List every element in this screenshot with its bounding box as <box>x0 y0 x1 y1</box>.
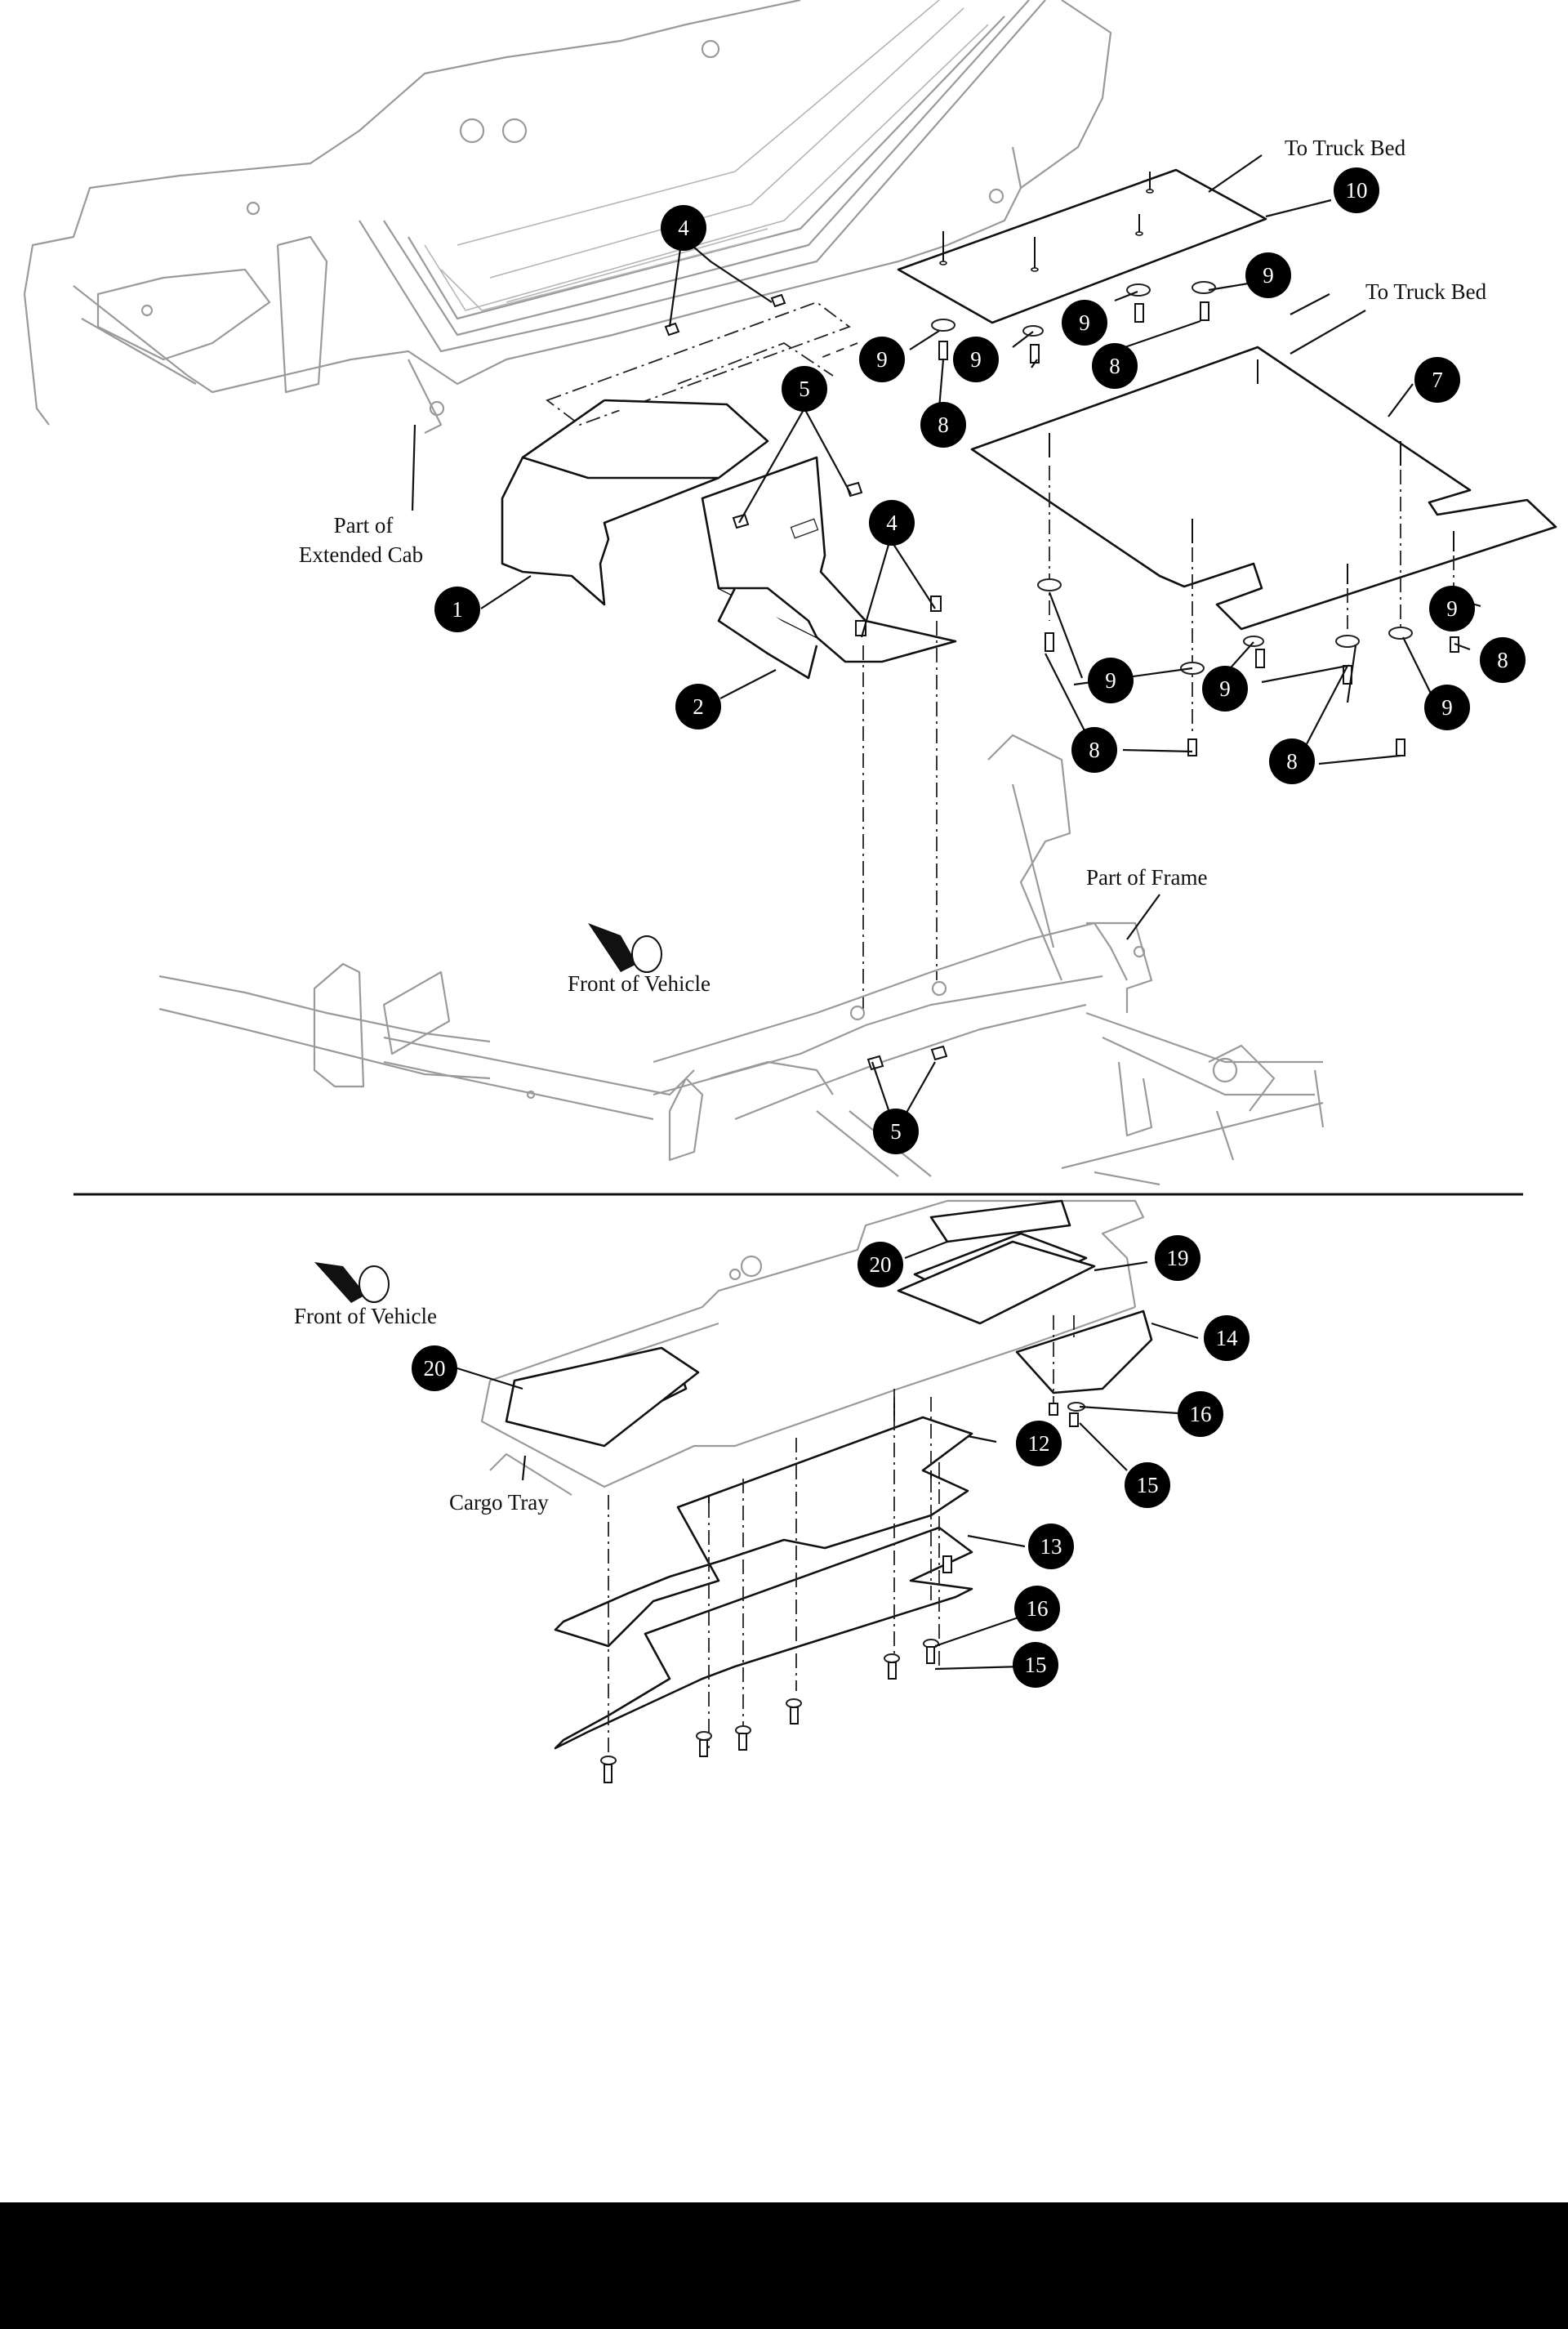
callout-5-a: 5 <box>782 366 827 412</box>
svg-text:8: 8 <box>1286 749 1298 774</box>
svg-text:1: 1 <box>452 597 463 622</box>
svg-text:5: 5 <box>799 377 810 401</box>
svg-text:8: 8 <box>1089 738 1100 762</box>
bottom-black-bar <box>0 2202 1568 2329</box>
svg-text:8: 8 <box>1497 648 1508 672</box>
svg-text:9: 9 <box>1441 695 1453 720</box>
svg-text:15: 15 <box>1137 1473 1159 1497</box>
svg-text:4: 4 <box>886 511 898 535</box>
callout-8-a: 8 <box>1092 343 1138 389</box>
callout-9-f: 9 <box>1088 658 1134 703</box>
svg-text:16: 16 <box>1190 1402 1212 1426</box>
svg-text:7: 7 <box>1432 368 1443 392</box>
front-of-vehicle-label-bottom: Front of Vehicle <box>294 1304 437 1328</box>
callout-8-e: 8 <box>1269 738 1315 784</box>
callout-12: 12 <box>1016 1421 1062 1466</box>
callout-16-b: 16 <box>1014 1586 1060 1631</box>
part-of-extended-cab-label-2: Extended Cab <box>299 542 423 567</box>
svg-text:9: 9 <box>1446 596 1458 621</box>
svg-text:16: 16 <box>1027 1596 1049 1621</box>
svg-text:15: 15 <box>1025 1653 1047 1677</box>
plate-13 <box>554 1526 973 1750</box>
callout-15-b: 15 <box>1013 1642 1058 1688</box>
callout-9-b: 9 <box>1062 300 1107 346</box>
callout-20-a: 20 <box>858 1242 903 1287</box>
shield-2 <box>701 456 957 680</box>
callout-1: 1 <box>434 587 480 632</box>
callout-5-b: 5 <box>873 1109 919 1154</box>
cargo-tray-label: Cargo Tray <box>449 1490 549 1515</box>
callout-20-b: 20 <box>412 1345 457 1391</box>
plate-14 <box>1015 1310 1153 1427</box>
callout-8-b: 8 <box>920 402 966 448</box>
extended-cab-ghost <box>23 0 1112 434</box>
callout-8-d: 8 <box>1071 727 1117 773</box>
callout-9-h: 9 <box>1424 685 1470 730</box>
callout-4-b: 4 <box>869 500 915 546</box>
svg-text:2: 2 <box>693 694 704 719</box>
svg-text:20: 20 <box>870 1252 892 1277</box>
svg-text:8: 8 <box>1109 354 1120 378</box>
svg-text:13: 13 <box>1040 1534 1062 1559</box>
callout-10: 10 <box>1334 167 1379 213</box>
to-truck-bed-label-1: To Truck Bed <box>1285 136 1406 160</box>
guide-lines-bottom <box>608 1389 940 1756</box>
svg-text:9: 9 <box>876 347 888 372</box>
callout-9-a: 9 <box>1245 252 1291 298</box>
front-of-vehicle-label-top: Front of Vehicle <box>568 971 710 996</box>
svg-text:9: 9 <box>1219 676 1231 701</box>
panel-7 <box>970 346 1557 631</box>
callouts: 4 10 9 9 9 9 9 8 8 7 5 4 1 2 9 9 9 8 8 8… <box>412 167 1526 1688</box>
callout-15-a: 15 <box>1125 1462 1170 1508</box>
callout-9-d: 9 <box>953 337 999 382</box>
callout-16-a: 16 <box>1178 1391 1223 1437</box>
svg-text:20: 20 <box>424 1356 446 1381</box>
callout-13: 13 <box>1028 1524 1074 1569</box>
callout-8-c: 8 <box>1480 637 1526 683</box>
cargo-tray <box>480 1199 1145 1496</box>
panel-10 <box>897 168 1267 324</box>
part-of-extended-cab-label: Part of <box>334 513 394 538</box>
svg-text:10: 10 <box>1346 178 1368 203</box>
front-of-vehicle-arrow-bottom <box>314 1262 390 1303</box>
callout-4-a: 4 <box>661 205 706 251</box>
callout-9-c: 9 <box>859 337 905 382</box>
guide-lines-frame <box>862 621 938 1009</box>
svg-text:5: 5 <box>890 1119 902 1144</box>
svg-text:9: 9 <box>970 347 982 372</box>
part-of-frame-label: Part of Frame <box>1086 865 1207 890</box>
callout-9-g: 9 <box>1202 666 1248 712</box>
callout-19: 19 <box>1155 1235 1200 1281</box>
svg-text:8: 8 <box>938 413 949 437</box>
svg-text:19: 19 <box>1167 1246 1189 1270</box>
to-truck-bed-label-2: To Truck Bed <box>1365 279 1487 304</box>
svg-text:12: 12 <box>1028 1431 1050 1456</box>
svg-text:4: 4 <box>678 216 689 240</box>
callout-9-e: 9 <box>1429 586 1475 631</box>
front-of-vehicle-arrow-top <box>588 923 662 973</box>
shield-1 <box>501 399 769 606</box>
callout-2: 2 <box>675 684 721 729</box>
svg-text:14: 14 <box>1216 1326 1239 1350</box>
svg-text:9: 9 <box>1105 668 1116 693</box>
callout-14: 14 <box>1204 1315 1250 1361</box>
text-labels: To Truck Bed To Truck Bed Part of Extend… <box>294 136 1487 1515</box>
svg-text:9: 9 <box>1263 263 1274 288</box>
svg-text:9: 9 <box>1079 310 1090 335</box>
frame-ghost <box>158 734 1325 1186</box>
hardware-lower <box>600 1555 952 1783</box>
callout-7: 7 <box>1414 357 1460 403</box>
